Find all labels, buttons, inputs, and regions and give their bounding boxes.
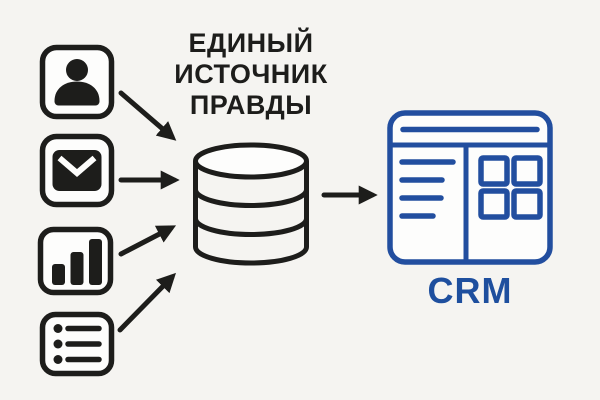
- database-icon: [192, 142, 310, 266]
- crm-label: CRM: [427, 270, 513, 311]
- person-icon: [39, 44, 115, 120]
- diagram-title: ЕДИНЫЙ ИСТОЧНИК ПРАВДЫ: [174, 28, 328, 120]
- crm-window-icon: [387, 110, 553, 265]
- arrow-chart-to-database: [118, 225, 177, 257]
- arrow-list-to-database: [117, 272, 176, 333]
- arrow-person-to-database: [118, 90, 177, 141]
- bar-chart-icon: [37, 226, 114, 296]
- list-icon: [39, 311, 115, 377]
- envelope-icon: [39, 133, 115, 208]
